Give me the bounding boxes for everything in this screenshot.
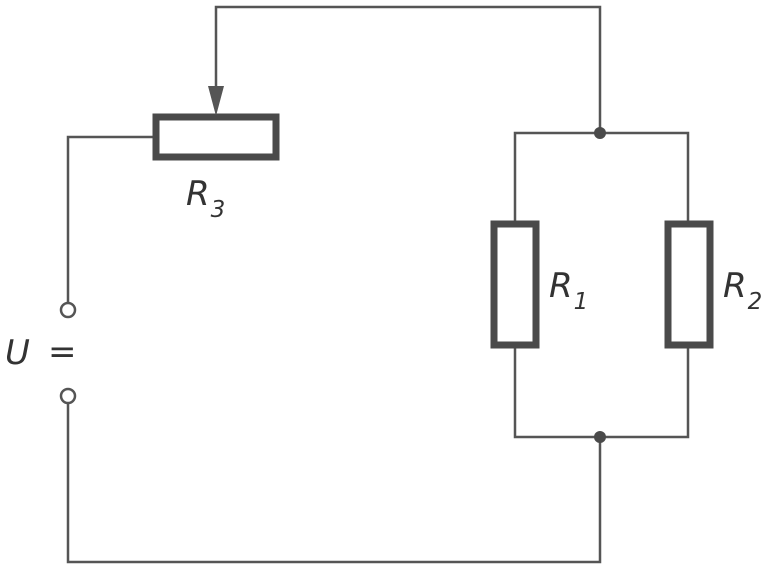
lower-bus-wire xyxy=(513,343,690,439)
label-r1-subscript: 1 xyxy=(574,289,589,315)
bottom-wire xyxy=(66,401,602,564)
label-r2: R2 xyxy=(723,266,762,315)
junction-node-bottom xyxy=(594,431,606,443)
resistor-r2 xyxy=(664,220,714,349)
label-r1: R1 xyxy=(549,266,588,315)
source-terminal-top xyxy=(59,301,77,319)
wiper-wire xyxy=(214,5,602,135)
junction-node-top xyxy=(594,127,606,139)
label-source-u: U xyxy=(5,333,30,373)
label-r2-subscript: 2 xyxy=(748,289,763,315)
wiper-arrow-icon xyxy=(208,86,224,116)
resistor-r1 xyxy=(490,220,540,349)
label-r3: R3 xyxy=(186,174,225,223)
wires xyxy=(66,5,690,564)
source-terminal-bottom xyxy=(59,387,77,405)
label-r3-subscript: 3 xyxy=(211,197,226,223)
label-source-dc-symbol: = xyxy=(48,332,77,372)
left-upper-wire xyxy=(66,135,158,305)
upper-bus-wire xyxy=(513,131,690,226)
resistor-r3 xyxy=(152,113,280,161)
